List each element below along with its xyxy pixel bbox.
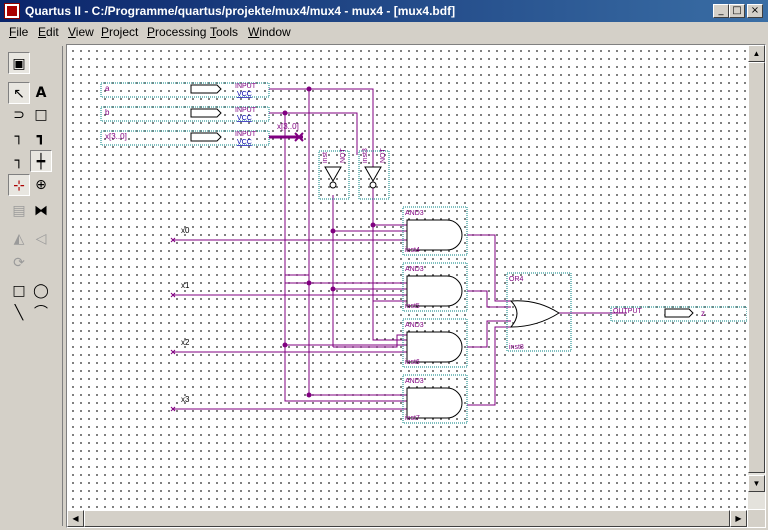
x-inputs: x0 x1 x2 x3	[170, 226, 190, 412]
scroll-up-button[interactable]: ▲	[748, 45, 765, 62]
output-kind-label: OUTPUT	[613, 308, 643, 315]
menu-project[interactable]: Project	[101, 25, 139, 39]
not3-type-label: NOT	[380, 148, 387, 164]
not-gate-inst3[interactable]: inst3 NOT	[358, 148, 390, 200]
pin-default-b: VCC	[237, 115, 252, 122]
ellipse-icon[interactable]: ◯	[33, 283, 49, 299]
block-tool-icon[interactable]: □	[34, 107, 48, 123]
pin-name-x: x[3..0]	[105, 132, 127, 141]
and-gate-inst5[interactable]: AND3 inst5	[402, 262, 468, 312]
pin-kind-x: INPUT	[235, 131, 257, 138]
pin-name-a: a	[105, 84, 110, 93]
input-pin-b[interactable]: b INPUT VCC	[100, 106, 270, 122]
scroll-left-button[interactable]: ◀	[67, 510, 84, 527]
close-button[interactable]: ×	[747, 4, 763, 18]
not-type-label: NOT	[340, 148, 347, 164]
x1-label: x1	[181, 281, 190, 290]
input-pin-a[interactable]: a INPUT VCC	[100, 82, 270, 98]
and-inst-label-6: inst6	[405, 359, 420, 366]
output-pin-z[interactable]: OUTPUT z	[610, 306, 748, 322]
line-icon[interactable]: ╲	[14, 305, 24, 321]
bus-label: x[3..0]	[277, 122, 299, 131]
scroll-right-button[interactable]: ▶	[730, 510, 747, 527]
not-inst-label: inst	[322, 152, 329, 163]
and-inst-label-7: inst7	[405, 415, 420, 422]
rectangle-icon[interactable]: □	[12, 283, 26, 299]
text-tool-icon[interactable]: A	[35, 85, 47, 101]
menu-window[interactable]: Window	[248, 25, 291, 39]
wires	[173, 88, 627, 410]
menu-tools[interactable]: Tools	[210, 25, 239, 39]
or-inst-label: inst8	[509, 344, 524, 351]
minimize-button[interactable]: _	[713, 4, 729, 18]
scrollbar-corner	[748, 510, 765, 527]
scroll-down-button[interactable]: ▼	[748, 475, 765, 492]
and-inst-label-4: inst4	[405, 247, 420, 254]
rubberbanding-icon[interactable]: ⊹	[8, 174, 30, 196]
junctions	[282, 86, 376, 398]
x3-label: x3	[181, 395, 190, 404]
quartus-app-icon[interactable]	[4, 3, 20, 19]
horizontal-scrollbar[interactable]: ◀ ▶	[67, 510, 747, 527]
symbol-tool-icon[interactable]: ⊃	[13, 107, 25, 123]
menu-edit[interactable]: Edit	[38, 25, 59, 39]
pin-default-x: VCC	[237, 139, 252, 146]
and-type-label-5: AND3	[405, 266, 424, 273]
menu-view[interactable]: View	[68, 25, 94, 39]
flip-horizontal-icon[interactable]: ◭	[13, 231, 25, 247]
pin-default-a: VCC	[237, 91, 252, 98]
vertical-scrollbar[interactable]: ▲ ▼	[748, 45, 765, 509]
title-bar: Quartus II - C:/Programme/quartus/projek…	[0, 0, 768, 22]
vertical-scroll-thumb[interactable]	[748, 62, 765, 473]
output-name-label: z	[701, 309, 705, 318]
full-screen-icon[interactable]: ▤	[12, 203, 26, 219]
and-gate-inst6[interactable]: AND3 inst6	[402, 318, 468, 368]
orthogonal-bus-icon[interactable]: ┓	[36, 129, 46, 145]
block-editor-toolbar: ▣ ↖ A ⊃ □ ┐ ┓ ┐ ┿ ⊹ ⊕ ▤ ⧓ ◭ ◁ ⟳ □ ◯ ╲ ⌒	[2, 46, 63, 526]
node-tool-icon[interactable]: ┐	[14, 153, 24, 169]
pin-kind-a: INPUT	[235, 83, 257, 90]
or-gate-inst8[interactable]: OR4 inst8	[506, 272, 572, 352]
zoom-icon[interactable]: ⊕	[35, 177, 47, 193]
and-type-label-6: AND3	[405, 322, 424, 329]
x2-label: x2	[181, 338, 190, 347]
find-icon[interactable]: ⧓	[34, 203, 48, 219]
and-inst-label-5: inst5	[405, 303, 420, 310]
window-title: Quartus II - C:/Programme/quartus/projek…	[25, 4, 456, 18]
and-type-label-4: AND3	[405, 210, 424, 217]
horizontal-scroll-thumb[interactable]	[84, 510, 730, 527]
or-type-label: OR4	[509, 276, 524, 283]
menu-bar: File Edit View Project Processing Tools …	[0, 22, 768, 42]
rotate-icon[interactable]: ⟳	[13, 255, 25, 271]
pin-name-b: b	[105, 108, 110, 117]
schematic-canvas[interactable]: a INPUT VCC b INPUT VCC x[3..0] INPUT VC…	[67, 45, 748, 509]
not-gate-inst[interactable]: inst NOT	[318, 148, 350, 200]
and-gate-inst4[interactable]: AND3 inst4	[402, 206, 468, 256]
bus-end-marker	[294, 132, 304, 142]
x0-label: x0	[181, 226, 190, 235]
schematic-drawing: a INPUT VCC b INPUT VCC x[3..0] INPUT VC…	[100, 82, 748, 424]
pin-kind-b: INPUT	[235, 107, 257, 114]
orthogonal-node-icon[interactable]: ┐	[14, 129, 24, 145]
schematic-editor: a INPUT VCC b INPUT VCC x[3..0] INPUT VC…	[66, 44, 766, 528]
and-gate-inst7[interactable]: AND3 inst7	[402, 374, 468, 424]
bus-tool-icon[interactable]: ┿	[30, 150, 52, 172]
window-detach-icon[interactable]: ▣	[8, 52, 30, 74]
menu-file[interactable]: File	[9, 25, 29, 39]
input-pin-x[interactable]: x[3..0] INPUT VCC	[100, 130, 270, 146]
menu-processing[interactable]: Processing	[147, 25, 207, 39]
and-type-label-7: AND3	[405, 378, 424, 385]
flip-vertical-icon[interactable]: ◁	[35, 231, 47, 247]
not3-inst-label: inst3	[362, 148, 369, 163]
maximize-button[interactable]: □	[729, 4, 745, 18]
arc-icon[interactable]: ⌒	[34, 305, 48, 321]
select-pointer-icon[interactable]: ↖	[8, 82, 30, 104]
